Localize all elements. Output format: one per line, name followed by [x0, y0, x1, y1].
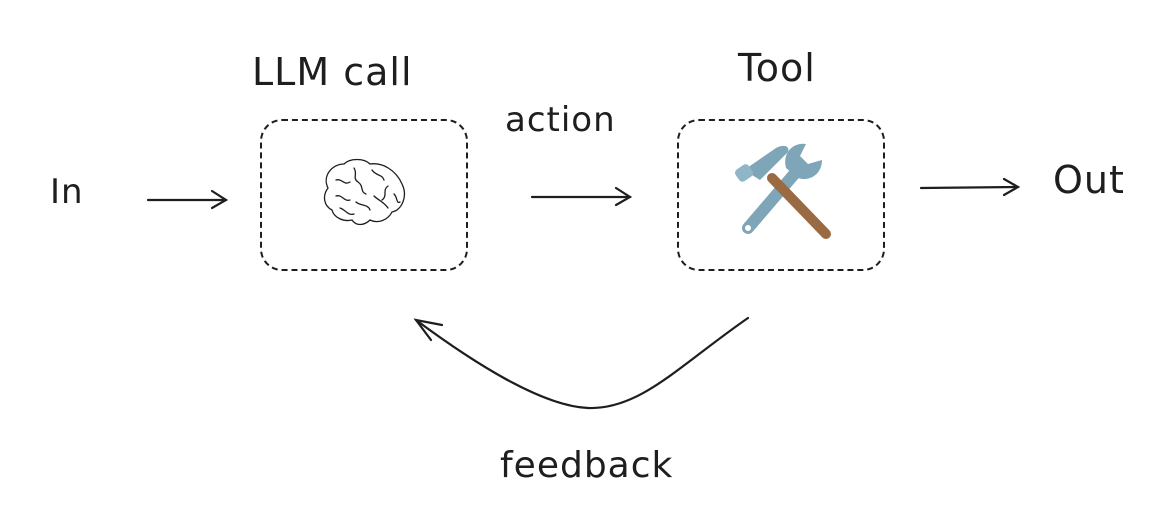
tool-node[interactable] — [677, 119, 885, 271]
arrow-feedback — [413, 316, 750, 410]
brain-icon — [323, 158, 406, 226]
arrow-llm-to-tool — [530, 186, 633, 207]
input-label: In — [50, 172, 84, 212]
arrow-in-to-llm — [146, 189, 229, 210]
arrow-tool-to-out — [919, 177, 1021, 197]
feedback-edge-label: feedback — [500, 445, 674, 486]
tool-label: Tool — [738, 46, 816, 90]
hammer-and-wrench-icon — [735, 143, 831, 239]
action-edge-label: action — [505, 100, 616, 140]
llm-call-label: LLM call — [252, 50, 413, 94]
llm-call-node[interactable] — [260, 119, 468, 271]
output-label: Out — [1053, 158, 1125, 202]
